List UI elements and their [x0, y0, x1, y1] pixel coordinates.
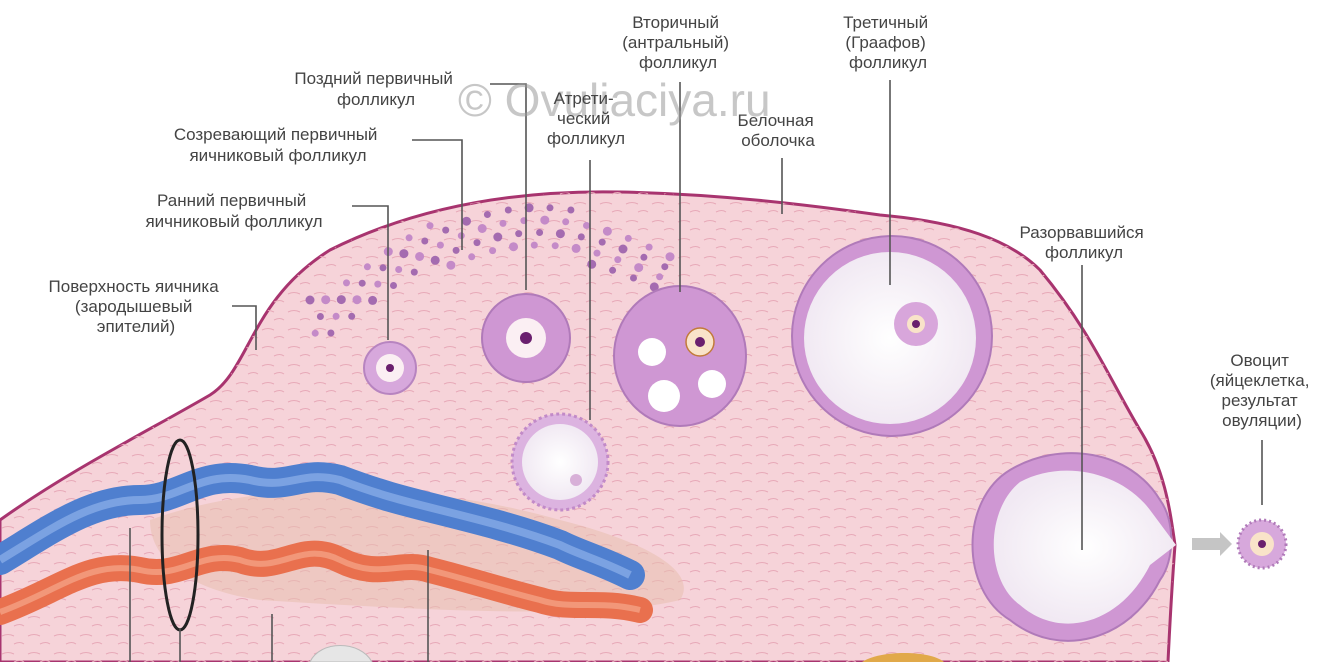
primordial-follicle — [625, 235, 632, 242]
primordial-follicle — [540, 216, 549, 225]
early-primary-follicle — [364, 342, 416, 394]
primordial-follicle — [368, 296, 377, 305]
primordial-follicle — [411, 269, 418, 276]
primordial-follicle — [656, 273, 663, 280]
primordial-follicle — [614, 256, 621, 263]
primordial-follicle — [474, 239, 481, 246]
late-primary-label: Поздний первичный фолликул — [294, 69, 457, 109]
secondary-label: Вторичный (антральный) фолликул — [622, 13, 733, 72]
albuginea-label: Белочная оболочка — [738, 111, 819, 150]
primordial-follicle — [500, 220, 507, 227]
primordial-follicle — [552, 242, 559, 249]
primordial-follicle — [374, 281, 381, 288]
primordial-follicle — [359, 280, 366, 287]
primordial-follicle — [442, 227, 449, 234]
primordial-follicle — [547, 204, 554, 211]
primordial-follicle — [578, 233, 585, 240]
primordial-follicle — [390, 282, 397, 289]
primordial-follicle — [437, 242, 444, 249]
primordial-follicle — [556, 229, 565, 238]
early-primary-label: Ранний первичный яичниковый фолликул — [145, 191, 322, 231]
primordial-follicle — [587, 260, 596, 269]
primordial-follicle — [536, 229, 543, 236]
primordial-follicle — [399, 249, 408, 258]
primordial-follicle — [531, 242, 538, 249]
primordial-follicle — [327, 330, 334, 337]
tertiary-follicle — [792, 236, 992, 436]
primordial-follicle — [337, 295, 346, 304]
primordial-follicle — [603, 227, 612, 236]
primordial-follicle — [489, 247, 496, 254]
primordial-follicle — [505, 207, 512, 214]
primordial-follicle — [317, 313, 324, 320]
surface-label: Поверхность яичника (зародышевый эпители… — [49, 277, 224, 336]
primordial-follicle — [453, 247, 460, 254]
primordial-follicle — [321, 295, 330, 304]
primordial-follicle — [484, 211, 491, 218]
primordial-follicle — [446, 261, 455, 270]
primordial-follicle — [609, 267, 616, 274]
primordial-follicle — [666, 252, 675, 261]
primordial-follicle — [661, 263, 668, 270]
secondary-follicle — [614, 286, 746, 426]
primordial-follicle — [493, 233, 502, 242]
primordial-follicle — [619, 245, 628, 254]
tertiary-label: Третичный (Граафов) фолликул — [843, 13, 933, 72]
late-primary-follicle — [482, 294, 570, 382]
primordial-follicle — [634, 263, 643, 272]
primordial-follicle — [306, 296, 315, 305]
primordial-follicle — [640, 254, 647, 261]
primordial-follicle — [594, 250, 601, 257]
primordial-follicle — [515, 230, 522, 237]
maturing-primary-label: Созревающий первичный яичниковый фоллику… — [174, 125, 382, 165]
primordial-follicle — [509, 242, 518, 251]
primordial-follicle — [353, 295, 362, 304]
primordial-follicle — [583, 222, 590, 229]
primordial-follicle — [646, 244, 653, 251]
ruptured-label: Разорвавшийся фолликул — [1020, 223, 1149, 262]
primordial-follicle — [572, 244, 581, 253]
primordial-follicle — [380, 264, 387, 271]
primordial-follicle — [312, 330, 319, 337]
primordial-follicle — [427, 222, 434, 229]
primordial-follicle — [468, 253, 475, 260]
atretic-follicle — [512, 414, 608, 510]
primordial-follicle — [348, 313, 355, 320]
primordial-follicle — [567, 207, 574, 214]
primordial-follicle — [562, 218, 569, 225]
atretic-label: Атрети- ческий фолликул — [547, 89, 625, 148]
primordial-follicle — [421, 238, 428, 245]
oocyte — [1192, 520, 1286, 568]
primordial-follicle — [395, 266, 402, 273]
primordial-follicle — [364, 263, 371, 270]
primordial-follicle — [343, 279, 350, 286]
primordial-follicle — [599, 239, 606, 246]
primordial-follicle — [478, 224, 487, 233]
primordial-follicle — [462, 217, 471, 226]
primordial-follicle — [630, 275, 637, 282]
primordial-follicle — [431, 256, 440, 265]
primordial-follicle — [406, 234, 413, 241]
oocyte-label: Овоцит (яйцеклетка, результат овуляции) — [1210, 351, 1314, 430]
primordial-follicle — [415, 252, 424, 261]
primordial-follicle — [333, 313, 340, 320]
